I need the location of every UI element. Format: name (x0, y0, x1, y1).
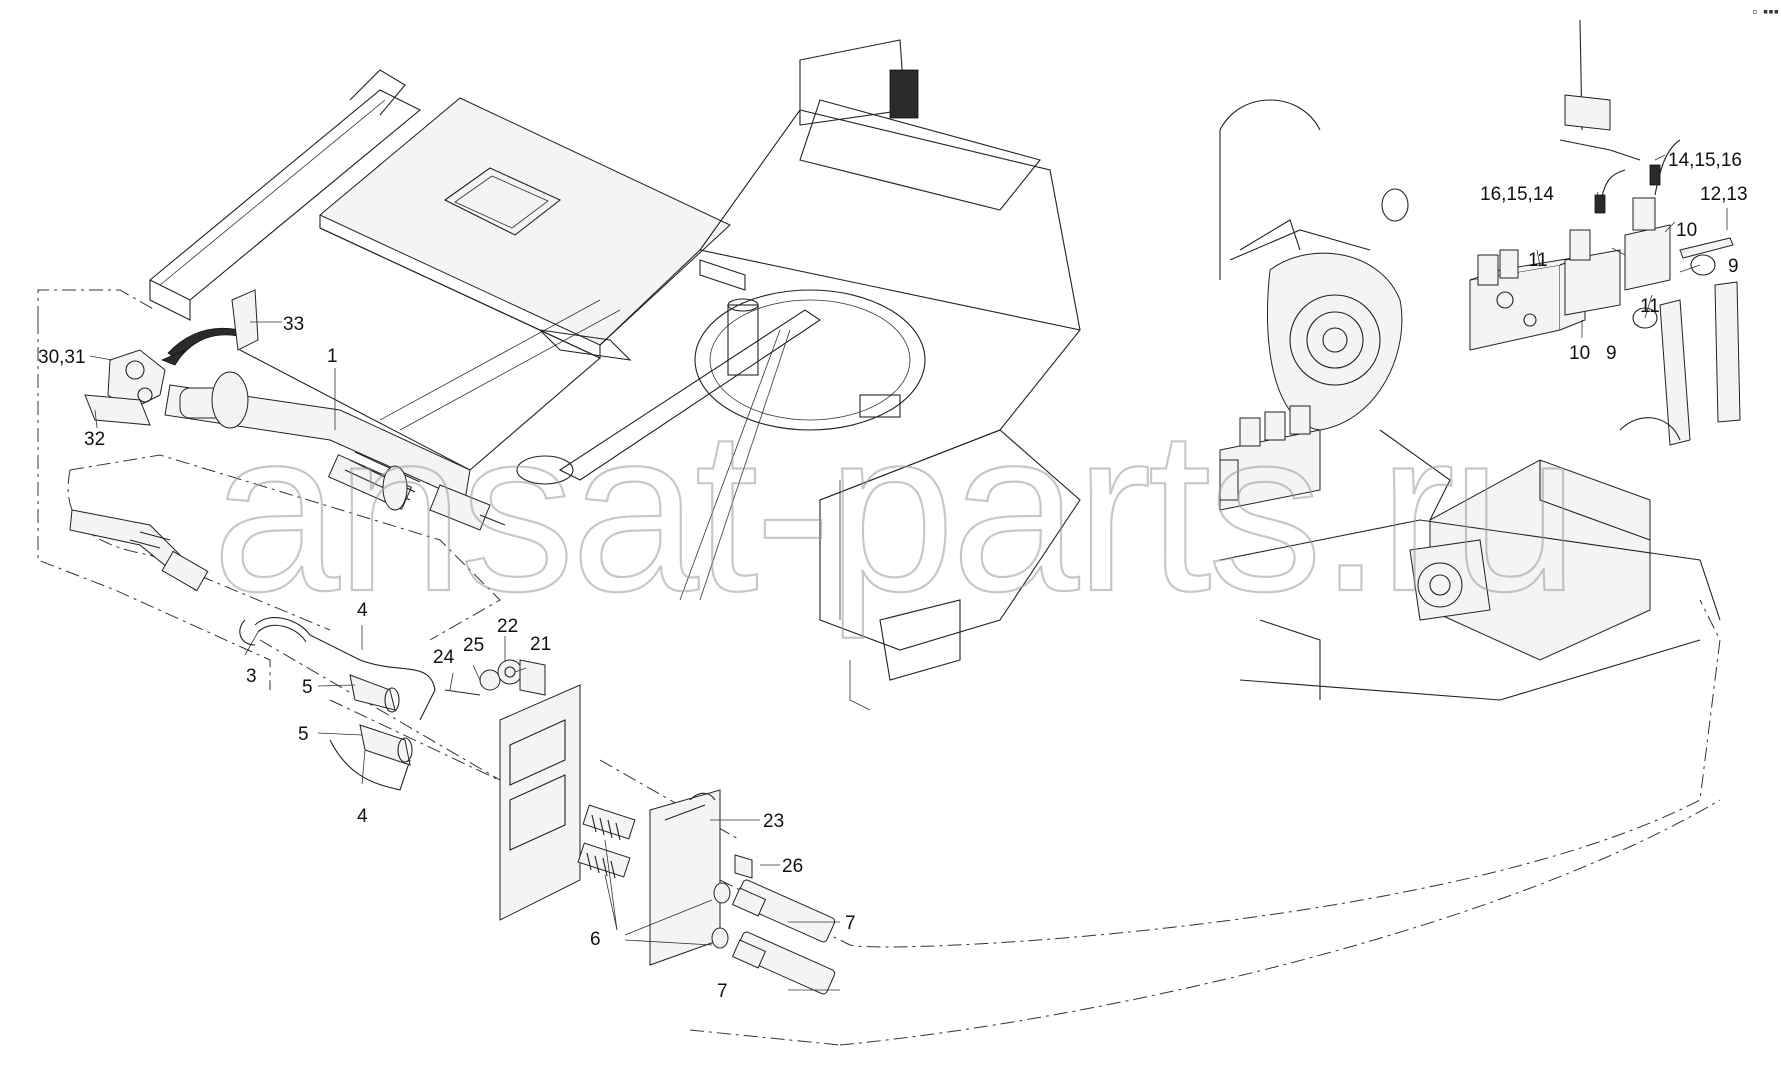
callout-33: 33 (283, 314, 304, 335)
mounting-plate (499, 684, 721, 966)
fittings-group (444, 659, 753, 879)
cardan-shaft (164, 371, 506, 531)
callout-6: 6 (590, 929, 601, 950)
bracket-33 (231, 289, 259, 351)
callout-labels: 1 3 4 4 5 5 6 7 7 9 9 10 10 11 11 12,13 … (38, 150, 1748, 1002)
callout-9-right: 9 (1728, 256, 1739, 277)
lower-shaft (69, 509, 209, 592)
callout-10-right: 10 (1676, 220, 1697, 241)
callout-7-top: 7 (845, 913, 856, 934)
callout-26: 26 (782, 856, 803, 877)
leader-lines (89, 154, 1728, 991)
callout-9-lower: 9 (1606, 343, 1617, 364)
hoses-7 (731, 879, 836, 995)
callout-11-left: 11 (1528, 250, 1548, 271)
callout-5-top: 5 (302, 677, 313, 698)
callout-23: 23 (763, 811, 784, 832)
callout-14-15-16: 14,15,16 (1668, 150, 1742, 171)
yoke-coupling (84, 349, 166, 426)
threaded-couplings (577, 804, 731, 949)
callout-3: 3 (246, 666, 257, 687)
hose-assembly (239, 617, 436, 791)
callout-30-31: 30,31 (38, 347, 86, 368)
callout-1: 1 (327, 346, 338, 367)
callout-10-lower: 10 (1569, 343, 1590, 364)
arrow-head (160, 349, 187, 366)
watermark-text: ansat-parts.ru (212, 382, 1575, 639)
callout-25: 25 (463, 635, 484, 656)
callout-4-bottom: 4 (357, 806, 368, 827)
callout-7-bottom: 7 (717, 981, 728, 1002)
corner-mark: ▫ ▪▪▪ (1752, 7, 1779, 17)
chassis-frame (148, 39, 1081, 711)
callout-32: 32 (84, 429, 105, 450)
callout-21: 21 (530, 634, 551, 655)
callout-5-bottom: 5 (298, 724, 309, 745)
callout-4-top: 4 (357, 600, 368, 621)
callout-22: 22 (497, 616, 518, 637)
pump-valve-assembly (1219, 19, 1741, 701)
callout-16-15-14: 16,15,14 (1480, 184, 1554, 205)
callout-24: 24 (433, 647, 455, 668)
callout-12-13: 12,13 (1700, 184, 1748, 205)
callout-11-right: 11 (1640, 296, 1660, 317)
